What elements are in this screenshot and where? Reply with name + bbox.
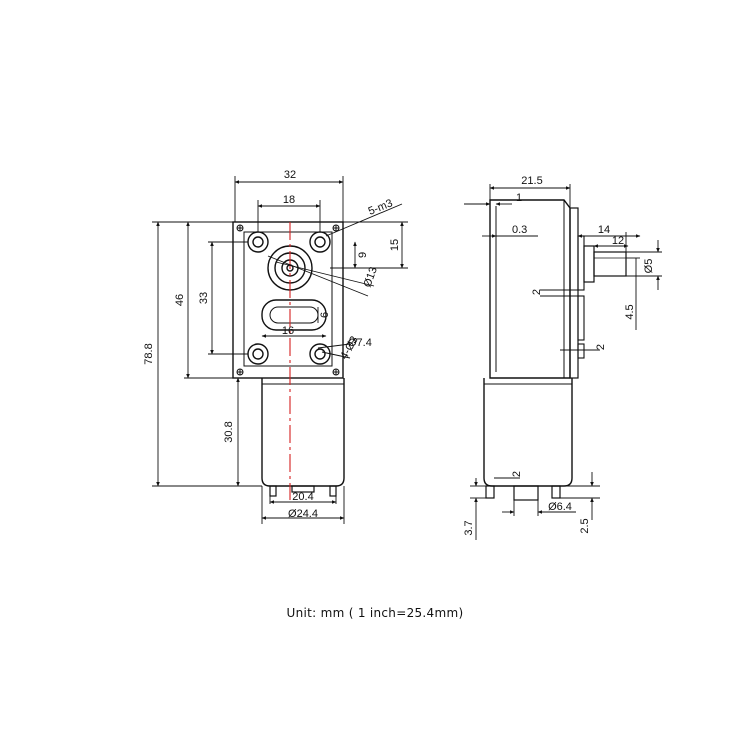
front-view — [232, 221, 345, 500]
side-terminals — [485, 485, 561, 501]
gearbox-slot — [261, 299, 327, 331]
side-dimensions — [464, 184, 662, 540]
dim-width-32: 32 — [284, 169, 296, 181]
dim-shaft-len-14: 14 — [598, 224, 610, 236]
dim-boss-2b: 2 — [595, 344, 607, 350]
mounting-holes — [247, 231, 331, 365]
dim-motor-dia-24-4: Ø24.4 — [288, 508, 318, 520]
side-view — [483, 199, 627, 501]
dim-total-78-8: 78.8 — [143, 343, 155, 364]
dim-shaft-9: 9 — [357, 252, 369, 258]
corner-screws — [236, 224, 340, 376]
dim-depth-21-5: 21.5 — [521, 175, 542, 187]
side-dim-labels: 21.5 1 0.3 14 12 Ø5 4.5 2 2 2 3.7 Ø6.4 2… — [463, 175, 655, 536]
side-motor-body — [483, 378, 573, 487]
dim-boss-2a: 2 — [531, 289, 543, 295]
units-caption: Unit: mm ( 1 inch=25.4mm) — [286, 606, 464, 620]
dim-flat-4-5: 4.5 — [624, 304, 636, 319]
dim-holes-5m3: 5-m3 — [367, 197, 395, 218]
dim-hole-height-33: 33 — [198, 292, 210, 304]
dim-term-dia-6-4: Ø6.4 — [548, 501, 572, 513]
dim-term-3-7: 3.7 — [463, 520, 475, 535]
dim-shaft-dia-13: Ø13 — [362, 265, 380, 289]
dim-motor-30-8: 30.8 — [223, 421, 235, 442]
dim-term-2-5: 2.5 — [579, 518, 591, 533]
dim-top-15: 15 — [389, 239, 401, 251]
dim-hole-span-18: 18 — [283, 194, 295, 206]
dim-motor-20-4: 20.4 — [292, 491, 313, 503]
gearbox-inner-frame — [243, 231, 333, 367]
dim-slot-6: 6 — [319, 312, 331, 318]
side-gearbox-body — [489, 199, 571, 379]
dim-shaft-dia-5: Ø5 — [643, 259, 655, 274]
dim-slot-16: 16 — [282, 325, 294, 337]
front-dimensions — [152, 176, 408, 524]
dim-gap-0-3: 0.3 — [512, 224, 527, 236]
side-bosses — [577, 235, 585, 359]
motor-body — [261, 378, 345, 487]
motor-terminals — [269, 485, 337, 497]
gearbox-plate — [232, 221, 344, 379]
dim-wall-1: 1 — [516, 192, 522, 204]
dim-term-2: 2 — [511, 471, 523, 477]
dim-height-46: 46 — [174, 294, 186, 306]
side-flange — [569, 207, 579, 379]
dim-hole-dia-7-4: Ø7.4 — [348, 337, 372, 349]
dim-shaft-len-12: 12 — [612, 235, 624, 247]
side-output-shaft — [583, 245, 627, 283]
